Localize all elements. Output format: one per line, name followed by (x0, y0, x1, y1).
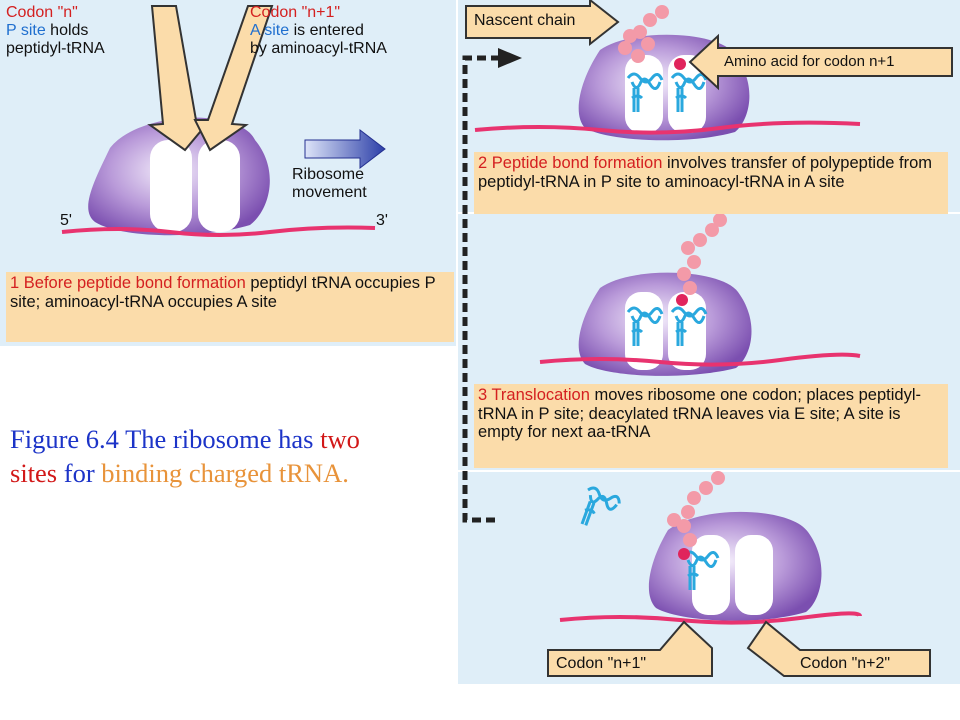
amino-acid-dot-4 (678, 548, 690, 560)
movement-line1: Ribosome (292, 166, 365, 183)
arrow-codon-n1 (193, 5, 274, 152)
label-3-prime: 3' (376, 212, 388, 229)
caption-3-head: 3 Translocation (478, 386, 590, 404)
arrow-amino-acid (688, 33, 953, 91)
label-codon-n1: Codon "n+1" A site is entered by aminoac… (250, 4, 387, 58)
movement-line2: movement (292, 184, 367, 201)
p-site-term: P site (6, 22, 46, 39)
cycle-dashed-line (462, 55, 500, 523)
p-site-line2: peptidyl-tRNA (6, 40, 105, 57)
mrna-3 (539, 352, 861, 367)
label-codon-n1-bottom: Codon "n+1" (556, 655, 647, 672)
p-site-slot (150, 140, 192, 232)
nascent-chain-4 (667, 471, 725, 547)
caption-2: 2 Peptide bond formation involves transf… (474, 152, 948, 214)
label-amino-acid: Amino acid for codon n+1 (724, 53, 895, 70)
label-ribosome-movement: Ribosome movement (292, 166, 367, 202)
label-codon-n: Codon "n" P site holds peptidyl-tRNA (6, 4, 105, 58)
a-site-slot (198, 140, 240, 232)
movement-arrow (304, 128, 386, 170)
amino-acid-dot-2 (674, 58, 686, 70)
codon-n-title: Codon "n" (6, 4, 78, 21)
figure-caption: Figure 6.4 The ribosome has two sites fo… (10, 422, 390, 490)
nascent-chain-3 (677, 213, 727, 295)
arrow-codon-n2-bottom (746, 620, 931, 677)
figure-caption-part4: binding charged tRNA. (101, 458, 349, 488)
a-site-line2: by aminoacyl-tRNA (250, 40, 387, 57)
mrna-1 (61, 225, 376, 237)
figure-caption-part2: two sites (10, 424, 360, 488)
figure-caption-part3: for (57, 458, 102, 488)
ribosome-3 (578, 272, 752, 376)
label-nascent-chain: Nascent chain (474, 12, 576, 29)
caption-1-rest: peptidyl tRNA occupies P site; aminoacyl… (10, 274, 436, 311)
mrna-4 (559, 611, 862, 625)
arrow-codon-n (147, 5, 213, 152)
amino-acid-dot-3 (676, 294, 688, 306)
p-site-rest: holds (45, 22, 89, 39)
mrna-2 (474, 120, 861, 135)
trna-leaving-4 (574, 484, 623, 536)
figure-caption-part1: Figure 6.4 The ribosome has (10, 424, 321, 454)
caption-2-rest: involves transfer of polypeptide from pe… (478, 154, 933, 191)
arrow-codon-n1-bottom (547, 620, 713, 677)
label-codon-n2-bottom: Codon "n+2" (800, 655, 891, 672)
caption-1-head: 1 Before peptide bond formation (10, 274, 246, 292)
a-site-term: A site (250, 22, 290, 39)
label-5-prime: 5' (60, 212, 72, 229)
a-site-rest: is entered (289, 22, 364, 39)
caption-3: 3 Translocation moves ribosome one codon… (474, 384, 948, 468)
arrow-nascent-chain (465, 0, 620, 47)
caption-2-head: 2 Peptide bond formation (478, 154, 663, 172)
nascent-chain-2 (618, 5, 669, 63)
caption-3-rest: moves ribosome one codon; places peptidy… (478, 386, 922, 441)
codon-n1-title: Codon "n+1" (250, 4, 341, 21)
cycle-arrowhead (498, 48, 522, 68)
caption-1: 1 Before peptide bond formation peptidyl… (6, 272, 454, 342)
